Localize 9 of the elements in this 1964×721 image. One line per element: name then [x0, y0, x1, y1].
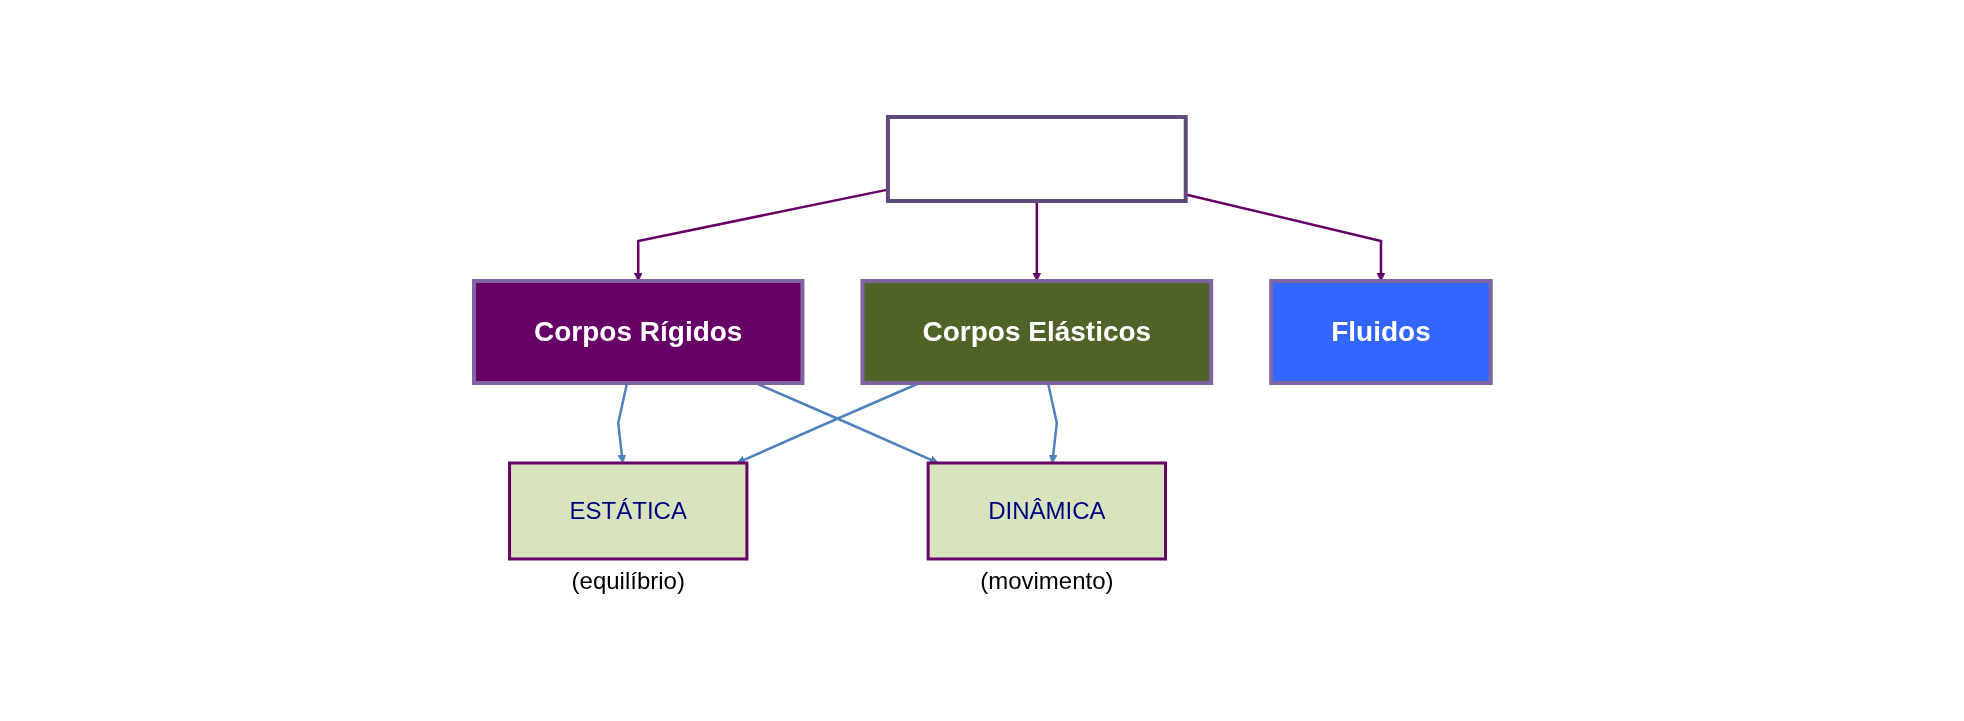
node-box: DINÂMICA: [926, 461, 1167, 561]
node-box: [885, 115, 1188, 203]
node-box: ESTÁTICA: [507, 461, 749, 561]
node-box: Corpos Elásticos: [860, 279, 1213, 385]
node-box: Fluidos: [1268, 279, 1493, 385]
node-caption: (movimento): [979, 567, 1114, 594]
arrow: [1032, 201, 1041, 282]
node-box: Corpos Rígidos: [471, 279, 805, 385]
node-caption: (equilíbrio): [571, 567, 685, 594]
